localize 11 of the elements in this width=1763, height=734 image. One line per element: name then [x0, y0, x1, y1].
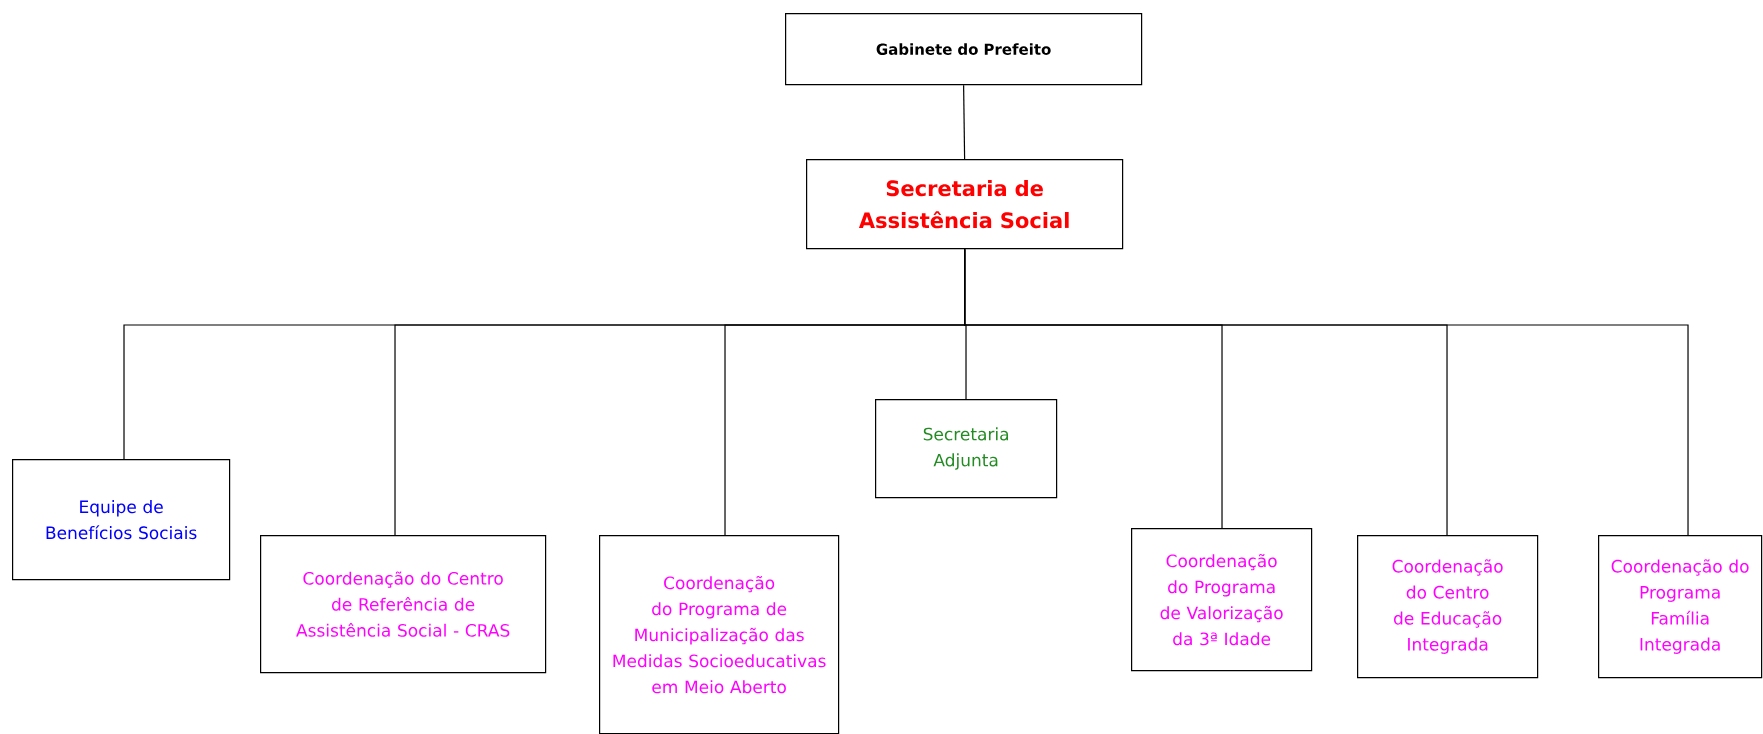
unit-box: Coordenação do Centro de Referência de Assistência Social - CRAS: [260, 535, 547, 674]
unit-box: Coordenação do Programa Família Integrada: [1598, 535, 1763, 679]
title-box: Gabinete do Prefeito: [785, 13, 1143, 86]
title-box: Secretaria de Assistência Social: [806, 159, 1124, 250]
connector-line: [963, 84, 966, 160]
unit-box: Coordenação do Programa de Municipalização das Medidas Socioeducativas em Meio Aberto: [599, 535, 840, 734]
unit-box: Coordenação do Centro de Educação Integrada: [1357, 535, 1539, 679]
unit-box: Coordenação do Programa de Valorização da 3ª Idade: [1131, 528, 1313, 672]
unit-box: Equipe de Benefícios Sociais: [12, 459, 231, 581]
unit-box: Secretaria Adjunta: [875, 399, 1058, 499]
connector-line: [964, 248, 1689, 536]
